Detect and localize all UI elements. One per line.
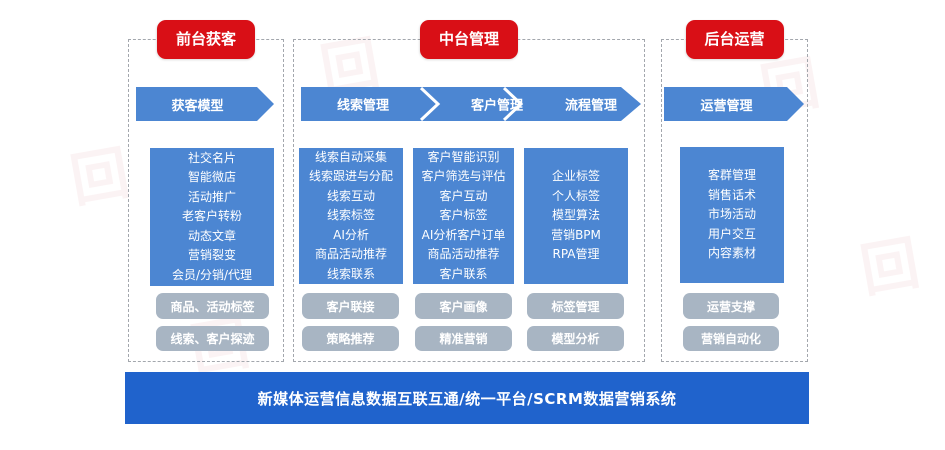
feature-item: 商品活动推荐 <box>427 247 500 262</box>
feature-item: 客户互动 <box>439 188 488 203</box>
feature-item: 个人标签 <box>551 188 600 203</box>
tag-model-analysis: 模型分析 <box>527 326 624 351</box>
section-middle-management: 中台管理 线索管理 客户管理 流程管理 线索自动采集线索跟进与分配线索互动线索标… <box>293 20 645 362</box>
feature-item: 会员/分销/代理 <box>171 267 253 282</box>
feature-item: AI分析客户订单 <box>421 227 506 242</box>
watermark-stamp: 回 <box>855 228 925 306</box>
tag-label-management: 标签管理 <box>527 293 624 319</box>
feature-item: 客户智能识别 <box>427 149 500 164</box>
feature-item: 内容素材 <box>707 246 756 261</box>
feature-item: 商品活动推荐 <box>314 247 387 262</box>
feature-item: 企业标签 <box>551 169 600 184</box>
feature-item: AI分析 <box>333 227 369 242</box>
feature-item: 活动推广 <box>187 189 236 204</box>
feature-item: 客户筛选与评估 <box>421 169 506 184</box>
tag-marketing-automation: 营销自动化 <box>683 326 779 351</box>
feature-list-operations: 客群管理销售话术市场活动用户交互内容素材 <box>680 147 784 283</box>
section-header-front: 前台获客 <box>156 20 256 59</box>
stage-arrow-operation-mgmt: 运营管理 <box>664 87 804 121</box>
feature-item: 模型算法 <box>551 208 600 223</box>
feature-item: 客户联系 <box>439 266 488 281</box>
feature-item: 市场活动 <box>707 207 756 222</box>
tag-strategy-recommend: 策略推荐 <box>302 326 399 351</box>
section-header-back: 后台运营 <box>685 20 784 59</box>
feature-item: 线索标签 <box>326 208 375 223</box>
footer-banner: 新媒体运营信息数据互联互通/统一平台/SCRM数据营销系统 <box>125 372 809 424</box>
feature-item: 智能微店 <box>187 170 236 185</box>
feature-item: 客群管理 <box>707 168 756 183</box>
feature-item: 线索互动 <box>326 188 375 203</box>
arrow-label-customer-mgmt: 客户管理 <box>470 98 524 114</box>
tag-precision-marketing: 精准营销 <box>415 326 512 351</box>
stage-arrow-acquisition-model: 获客模型 <box>136 87 274 121</box>
section-header-middle: 中台管理 <box>419 20 519 59</box>
tag-product-activity-label: 商品、活动标签 <box>156 293 269 319</box>
feature-item: RPA管理 <box>552 247 600 262</box>
tag-operation-support: 运营支撑 <box>683 293 779 319</box>
watermark-stamp: 回 <box>65 138 135 216</box>
feature-item: 用户交互 <box>707 226 756 241</box>
feature-item: 动态文章 <box>187 228 236 243</box>
feature-item: 客户标签 <box>439 208 488 223</box>
feature-item: 线索跟进与分配 <box>308 169 393 184</box>
feature-item: 社交名片 <box>187 150 236 165</box>
arrow-label-lead-mgmt: 线索管理 <box>336 98 390 114</box>
section-front-acquisition: 前台获客 获客模型 社交名片智能微店活动推广老客户转粉动态文章营销裂变会员/分销… <box>128 20 284 362</box>
tag-lead-customer-tanji: 线索、客户探迹 <box>156 326 269 351</box>
feature-list-front: 社交名片智能微店活动推广老客户转粉动态文章营销裂变会员/分销/代理 <box>150 148 274 286</box>
section-back-operations: 后台运营 运营管理 客群管理销售话术市场活动用户交互内容素材 运营支撑 营销自动… <box>661 20 808 362</box>
feature-list-process: 企业标签个人标签模型算法营销BPM RPA管理 <box>524 148 628 284</box>
feature-list-customer: 客户智能识别客户筛选与评估客户互动客户标签 AI分析客户订单商品活动推荐客户联系 <box>413 148 514 284</box>
arrow-label-process-mgmt: 流程管理 <box>564 98 618 114</box>
tag-customer-profile: 客户画像 <box>415 293 512 319</box>
feature-item: 线索联系 <box>326 266 375 281</box>
chevron-arrow-shape <box>301 87 641 121</box>
arrow-label: 运营管理 <box>700 98 753 114</box>
feature-item: 营销裂变 <box>187 248 236 263</box>
feature-item: 营销BPM <box>551 227 601 242</box>
footer-banner-label: 新媒体运营信息数据互联互通/统一平台/SCRM数据营销系统 <box>257 389 677 408</box>
feature-list-lead: 线索自动采集线索跟进与分配线索互动线索标签 AI分析商品活动推荐线索联系 <box>299 148 403 284</box>
tag-customer-connect: 客户联接 <box>302 293 399 319</box>
feature-item: 销售话术 <box>707 187 756 202</box>
feature-item: 老客户转粉 <box>181 209 242 224</box>
feature-item: 线索自动采集 <box>314 149 387 164</box>
arrow-label: 获客模型 <box>171 98 224 114</box>
stage-arrow-middle-pipeline: 线索管理 客户管理 流程管理 <box>301 87 641 121</box>
